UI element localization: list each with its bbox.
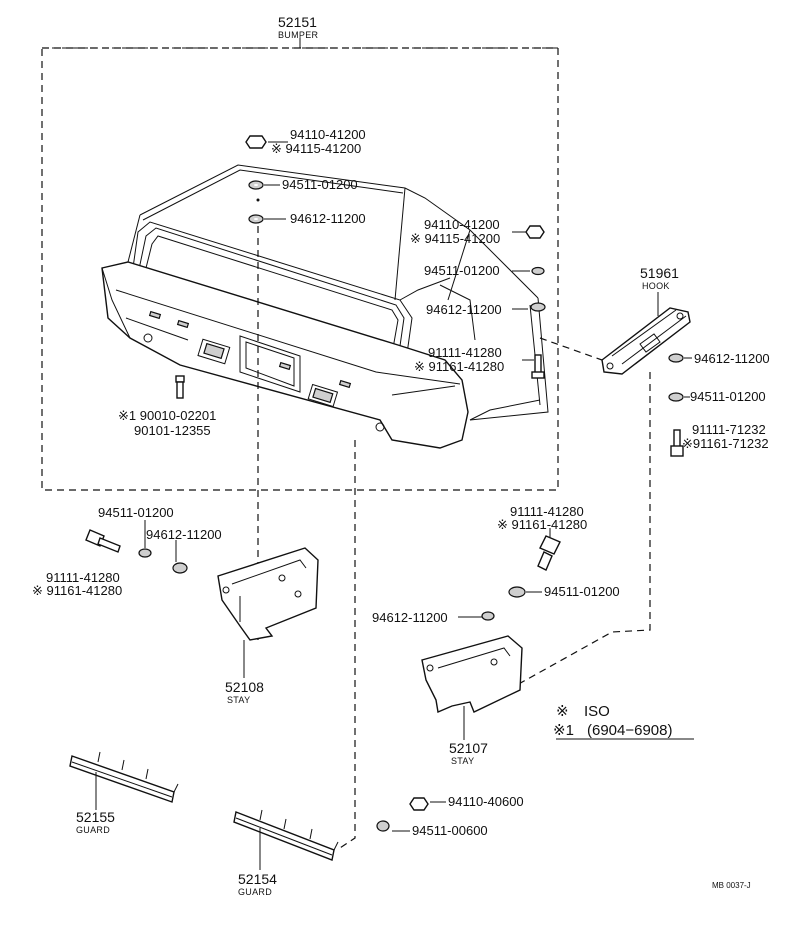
right-bolt-label-2: ※ 91161-41280 (497, 517, 587, 532)
bolt-icon (175, 375, 185, 383)
right-washer-label-1: 94511-01200 (544, 584, 620, 599)
guard-hardware (376, 797, 446, 832)
right-bolt-label-1: 91111-41280 (510, 504, 584, 519)
legend: ※ ISO ※1 (6904−6908) (553, 703, 694, 740)
top-hardware (245, 135, 288, 224)
stay-right-part (421, 635, 523, 713)
washer-icon (172, 562, 188, 574)
guard-right-number: 52154 (238, 871, 277, 887)
washer-icon (531, 266, 545, 276)
left-bolt-label-1: 91111-41280 (46, 570, 120, 585)
guard-right-caption: GUARD (238, 887, 272, 897)
hook-number: 51961 (640, 265, 679, 281)
center-bolt-label-2: 90101-12355 (134, 423, 211, 438)
guard-nut-label-2: 94511-00600 (412, 823, 488, 838)
left-stay-hardware (85, 520, 188, 574)
washer-icon (481, 611, 495, 621)
hook-washer-label-1: 94612-11200 (694, 351, 770, 366)
bolt-right-label-2: ※ 91161-41280 (414, 359, 504, 374)
nut-top-label-2: ※ 94115-41200 (271, 141, 361, 156)
guard-left-number: 52155 (76, 809, 115, 825)
stay-left-caption: STAY (227, 695, 250, 705)
stay-right-caption: STAY (451, 756, 474, 766)
bolt-icon (673, 429, 681, 449)
washer-icon (376, 820, 390, 832)
range-text: (6904−6908) (587, 722, 673, 739)
stay-left-number: 52108 (225, 679, 264, 695)
guard-left-caption: GUARD (76, 825, 110, 835)
hook-washer-label-2: 94511-01200 (690, 389, 766, 404)
right-washer-label-2: 94612-11200 (372, 610, 448, 625)
washer-icon (530, 302, 546, 312)
left-bolt-label-2: ※ 91161-41280 (32, 583, 122, 598)
right-stay-hardware (458, 528, 561, 621)
stay-left-part (217, 547, 319, 641)
nut-icon (245, 135, 267, 149)
guard-connector (339, 440, 356, 849)
washer-top-label-2: 94612-11200 (290, 211, 366, 226)
vehicle-body-illustration (101, 164, 549, 449)
washer-icon (668, 392, 684, 402)
nut-top-label-1: 94110-41200 (290, 127, 366, 142)
center-bolt (175, 375, 185, 399)
hook-bolt-label-2: ※91161-71232 (682, 436, 769, 451)
nut-icon (525, 225, 545, 239)
nut-right-label-2: ※ 94115-41200 (410, 231, 500, 246)
bumper-caption: BUMPER (278, 30, 319, 40)
range-mark: ※1 (553, 722, 574, 739)
guard-nut-label-1: 94110-40600 (448, 794, 524, 809)
washer-icon (138, 548, 152, 558)
hook-part (601, 307, 691, 375)
washer-right-label-1: 94511-01200 (424, 263, 500, 278)
washer-right-label-2: 94612-11200 (426, 302, 502, 317)
washer-icon (508, 586, 526, 598)
iso-text: ISO (584, 703, 610, 720)
stay-right-number: 52107 (449, 740, 488, 756)
guard-right-part (233, 809, 339, 861)
hook-bolt-label-1: 91111-71232 (692, 422, 766, 437)
right-hardware (512, 225, 546, 379)
nut-right-label-1: 94110-41200 (424, 217, 500, 232)
hook-connector (539, 337, 603, 361)
hook-hardware (668, 353, 692, 457)
bolt-icon (539, 535, 561, 555)
washer-icon (668, 353, 684, 363)
bumper-number: 52151 (278, 14, 317, 30)
nut-icon (409, 797, 429, 811)
center-bolt-label-1: ※1 90010-02201 (118, 408, 216, 423)
left-washer-label-2: 94612-11200 (146, 527, 222, 542)
hook-caption: HOOK (642, 281, 670, 291)
guard-left-part (69, 751, 179, 803)
washer-top-label-1: 94511-01200 (282, 177, 358, 192)
bolt-right-label-1: 91111-41280 (428, 345, 502, 360)
iso-mark: ※ (556, 703, 569, 720)
hook-stay-connector (489, 372, 651, 701)
left-washer-label-1: 94511-01200 (98, 505, 174, 520)
diagram-code: MB 0037-J (712, 881, 751, 890)
